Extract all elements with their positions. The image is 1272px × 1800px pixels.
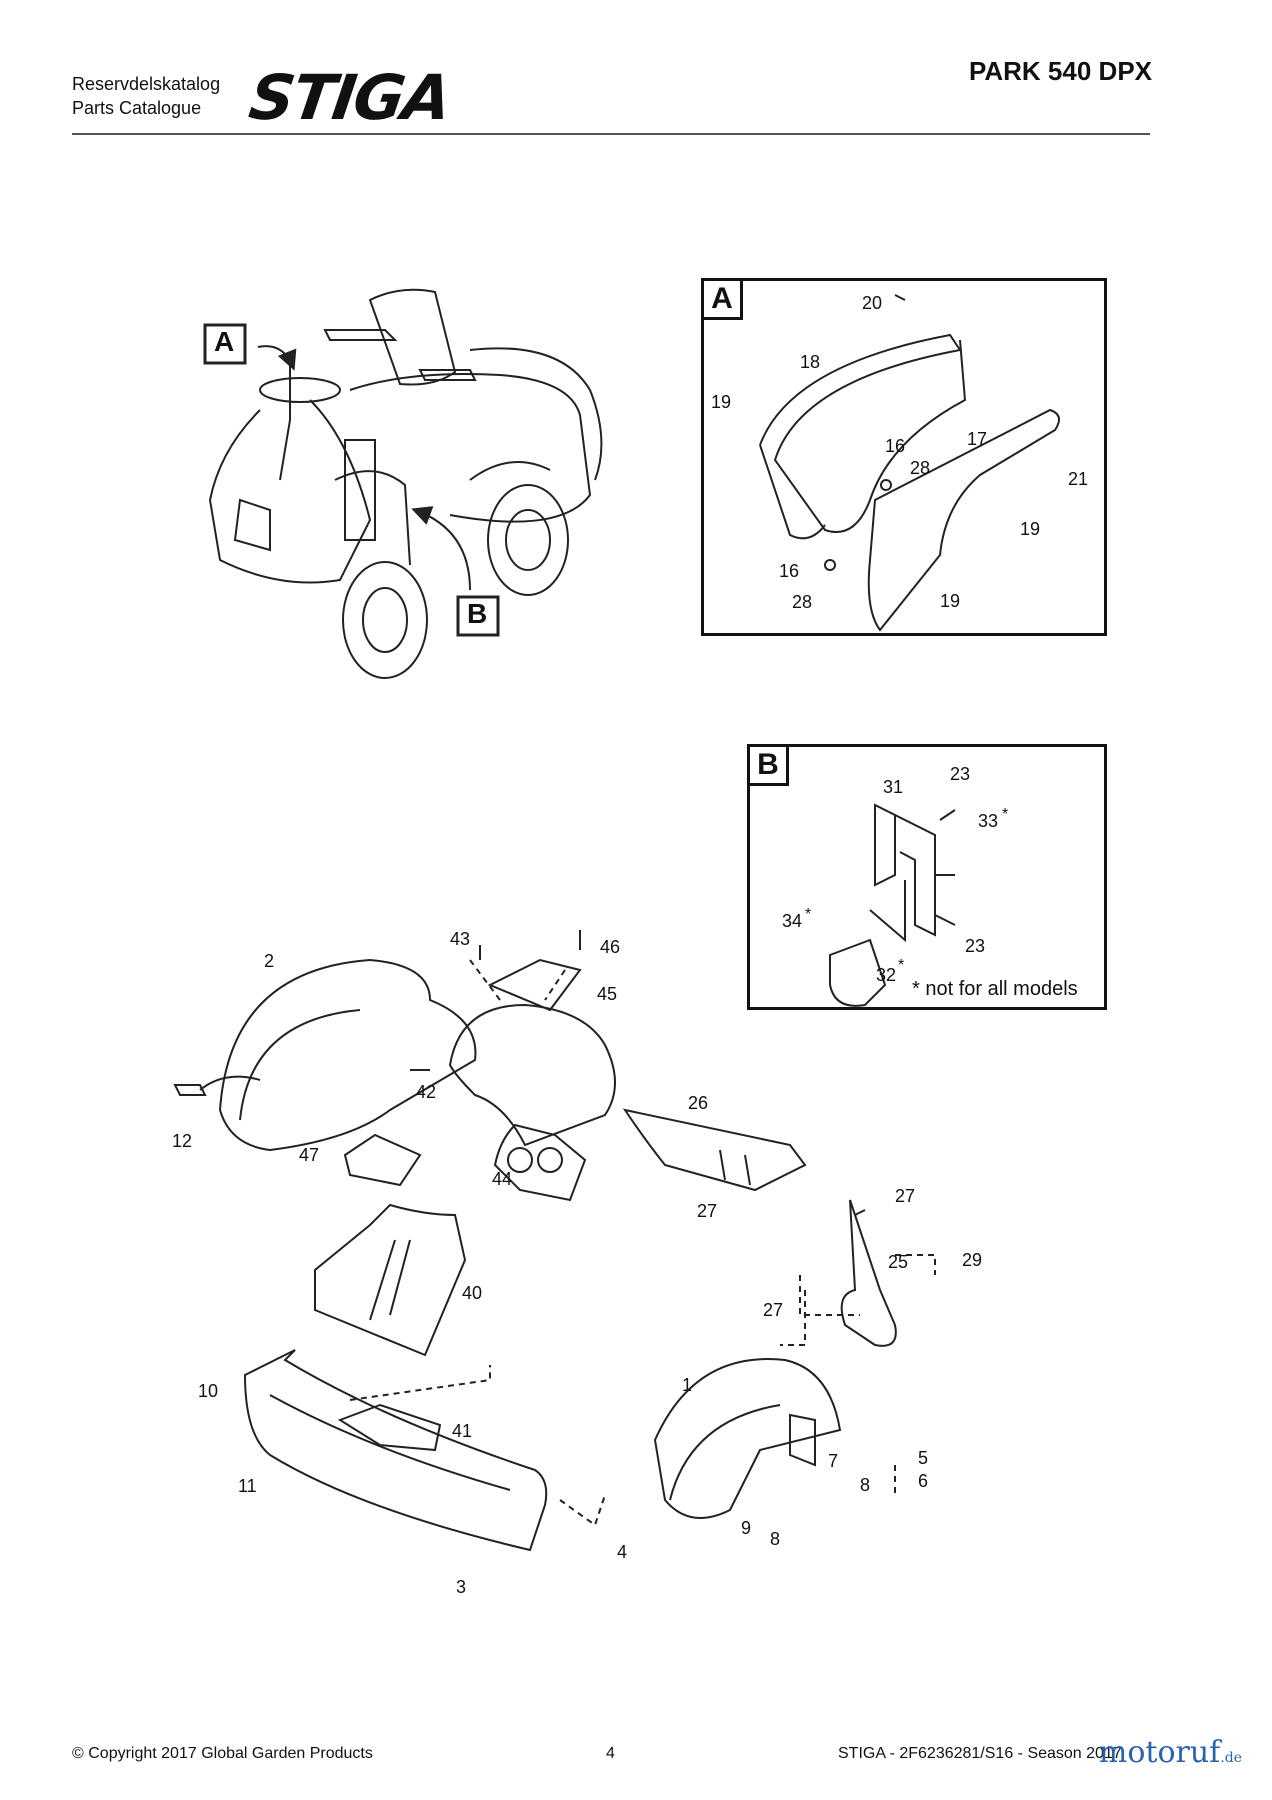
part-label: 25	[888, 1252, 909, 1272]
rear-fender-drawing	[173, 958, 477, 1152]
part-label: 27	[697, 1201, 718, 1221]
part-label: 33	[978, 811, 999, 831]
part-label: 18	[800, 352, 821, 372]
detail-box-a: A	[701, 278, 1107, 636]
part-label: 44	[492, 1169, 513, 1189]
part-label: 4	[617, 1542, 628, 1562]
watermark-tld: .de	[1220, 1750, 1242, 1766]
dash-console-drawing	[343, 930, 616, 1202]
part-label: 34	[782, 911, 803, 931]
part-label: 16	[779, 561, 800, 581]
page-number: 4	[606, 1745, 615, 1762]
part-label: 26	[688, 1093, 709, 1113]
callout-a-label: A	[214, 326, 235, 357]
catalog-title: Reservdelskatalog Parts Catalogue	[72, 72, 220, 120]
part-label: 23	[950, 764, 971, 784]
copyright-text: © Copyright 2017 Global Garden Products	[72, 1745, 373, 1762]
part-label: 47	[299, 1145, 320, 1165]
part-label: 19	[1020, 519, 1041, 539]
watermark-logo: motoruf.de	[1099, 1735, 1242, 1770]
part-label: 27	[895, 1186, 916, 1206]
part-label: 28	[910, 458, 931, 478]
part-label: 2	[264, 951, 275, 971]
part-label: 45	[597, 984, 618, 1004]
part-label: 41	[452, 1421, 473, 1441]
document-reference: STIGA - 2F6236281/S16 - Season 2017	[838, 1745, 1122, 1762]
part-label: 9	[741, 1518, 752, 1538]
part-label: 17	[967, 429, 988, 449]
support-25-drawing	[840, 1199, 897, 1347]
part-label: 1	[682, 1375, 693, 1395]
model-name: PARK 540 DPX	[968, 56, 1152, 86]
part-label: 8	[770, 1529, 781, 1549]
part-label: 46	[600, 937, 621, 957]
part-label: 21	[1068, 469, 1089, 489]
part-label: 19	[711, 392, 732, 412]
callout-b-label: B	[467, 598, 488, 629]
bracket-drawing	[829, 803, 956, 1007]
detail-a-tag: A	[704, 281, 743, 320]
footnote-asterisk: *	[805, 906, 812, 923]
part-label: 27	[763, 1300, 784, 1320]
part-label: 20	[862, 293, 883, 313]
part-label: 10	[198, 1381, 219, 1401]
part-label: 32	[876, 965, 897, 985]
detail-box-b: B	[747, 744, 1107, 1010]
part-label: 40	[462, 1283, 483, 1303]
part-label: 12	[172, 1131, 193, 1151]
part-label: 28	[792, 592, 813, 612]
part-label: 3	[456, 1577, 467, 1597]
tractor-drawing	[208, 288, 603, 679]
part-label: 23	[965, 936, 986, 956]
watermark-name: motoruf	[1098, 1735, 1221, 1770]
part-label: 11	[238, 1476, 257, 1496]
detail-b-tag: B	[750, 747, 789, 786]
footnote-asterisk: *	[898, 957, 905, 974]
front-fender-1-drawing	[653, 1358, 842, 1519]
part-label: 6	[918, 1471, 929, 1491]
part-label: 29	[962, 1250, 983, 1270]
footnote-text: * not for all models	[912, 978, 1078, 1000]
part-label: 7	[828, 1451, 839, 1471]
footnote-asterisk: *	[1002, 806, 1009, 823]
catalog-title-english: Parts Catalogue	[72, 98, 202, 118]
part-label: 31	[883, 777, 904, 797]
part-label: 5	[918, 1448, 929, 1468]
part-label: 43	[450, 929, 471, 949]
part-label: 42	[416, 1082, 437, 1102]
side-panel-26-drawing	[622, 1108, 807, 1192]
front-bumper-10-drawing	[243, 1349, 548, 1552]
fender-liner-drawing	[759, 294, 1060, 632]
part-label: 16	[885, 436, 906, 456]
part-label: 8	[860, 1475, 871, 1495]
part-label: 19	[940, 591, 961, 611]
header-divider	[72, 133, 1150, 135]
catalog-title-swedish: Reservdelskatalog	[72, 74, 221, 94]
front-panel-40-drawing	[314, 1203, 467, 1357]
